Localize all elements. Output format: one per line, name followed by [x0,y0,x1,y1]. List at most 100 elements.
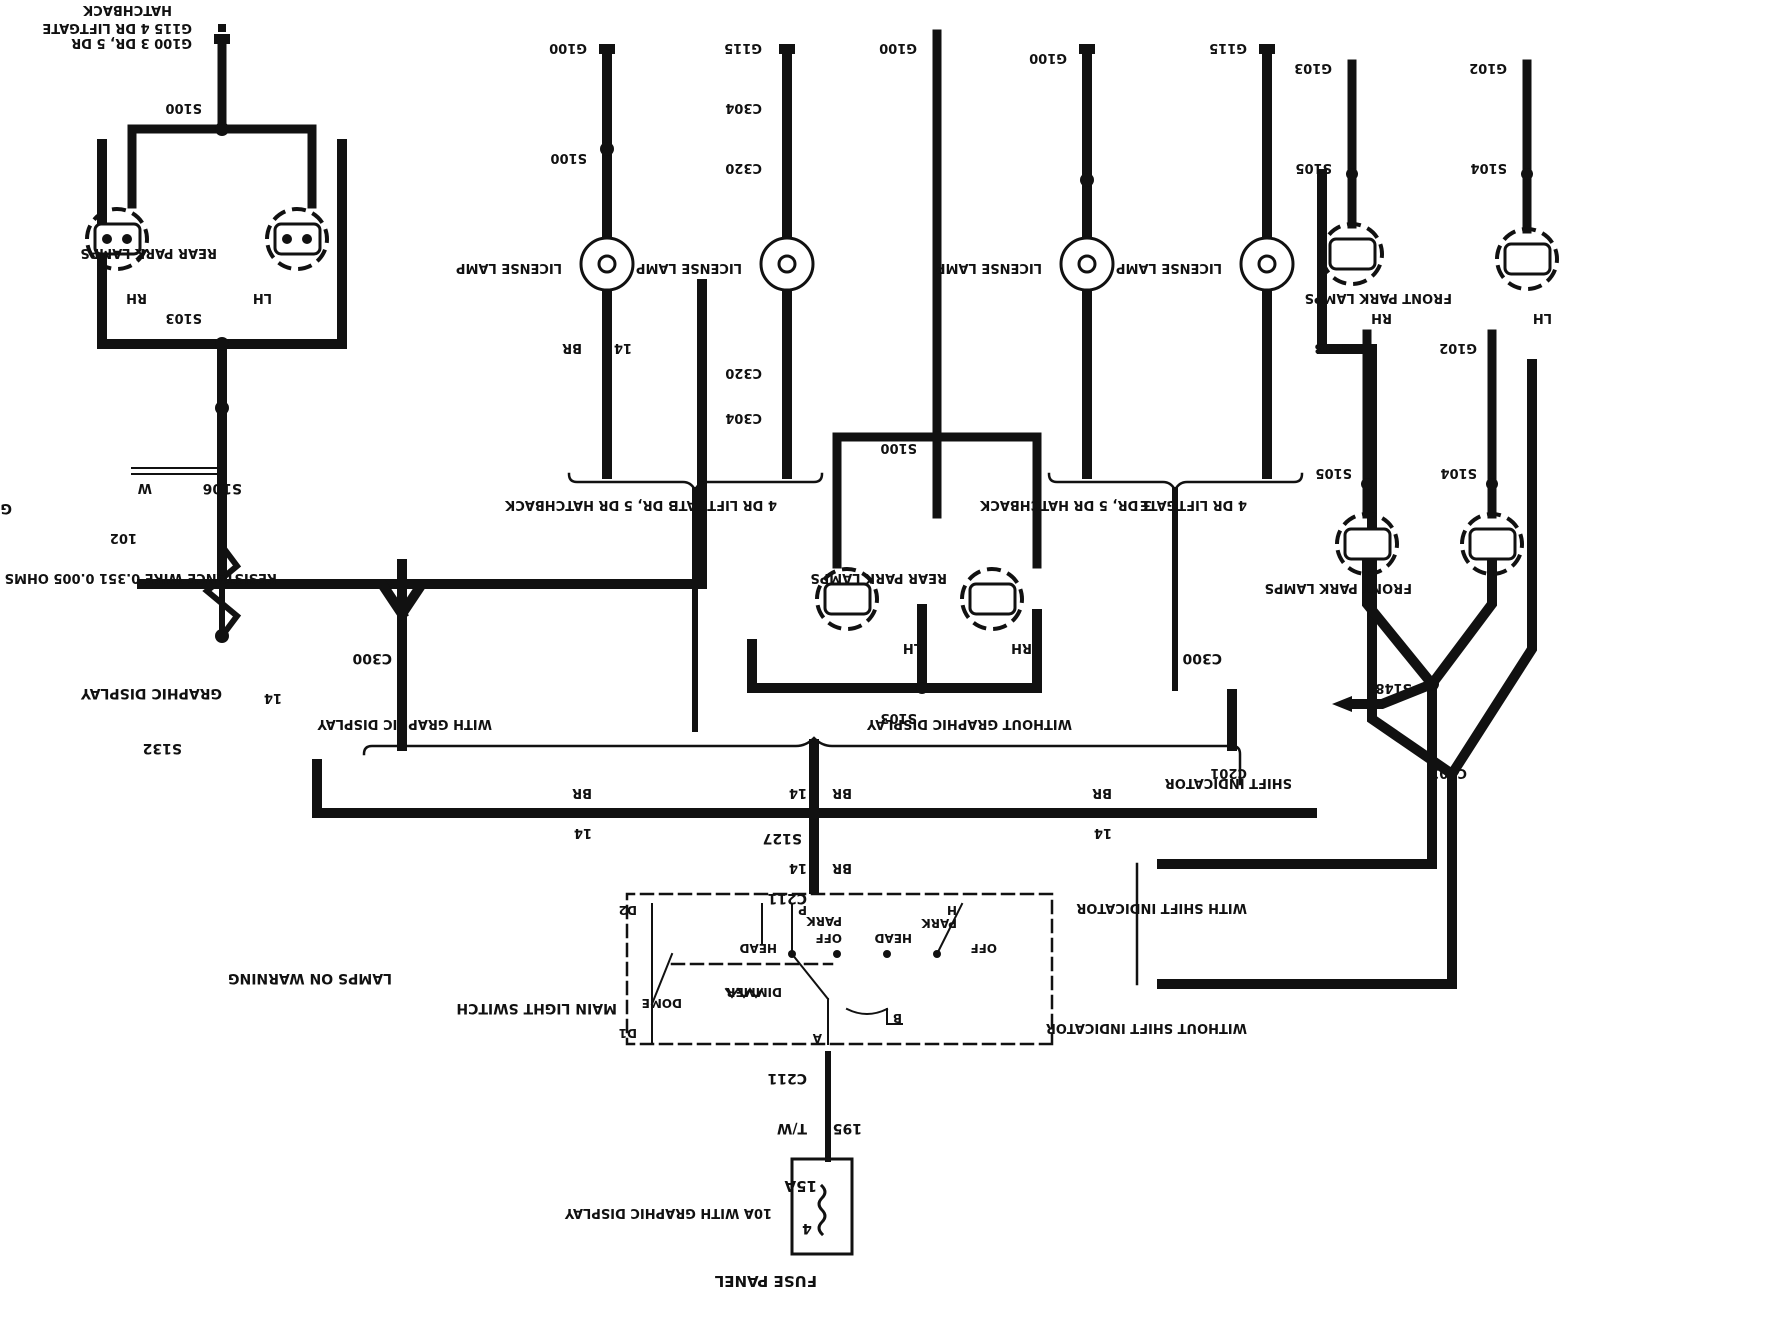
license-lamp-group-d: LICENSE LAMP G115 [1116,40,1295,479]
front-park-lamps-outer-label: FRONT PARK LAMPS [1305,290,1452,305]
trunk-size-b: 14 [789,785,807,800]
switch-dome: DOME [642,996,682,1010]
dr4-b: 4 DR LIFTGATE [1140,497,1247,512]
graphic-display-left: GRAPHIC DISPLAY [0,500,12,516]
g100-center: G100 [879,40,917,55]
license-lamp-group-a: LICENSE LAMP S100 G100 14 BR [456,40,635,479]
license-lamp-group-b: LICENSE LAMP G115 C304 C320 C320 C304 [636,40,815,479]
switch-title: MAIN LIGHT SWITCH [456,1000,617,1016]
wire-w: W [138,480,152,495]
trunk-color-b: BR [832,785,852,800]
c320-b2: C320 [725,365,762,380]
outer-lh: LH [1533,310,1552,325]
g100-a: G100 [549,40,587,55]
license-lamp-b: LICENSE LAMP [636,260,742,275]
outer-rh: RH [1371,310,1392,325]
rear-lh-label: LH [253,290,272,305]
fuse-note: 10A WITH GRAPHIC DISPLAY [564,1205,772,1220]
rear-park-lamp-lh: LH [253,207,329,305]
circuit-102: 102 [110,530,137,545]
g102-center: G102 [1439,340,1477,355]
rear-rh-label: RH [126,290,147,305]
s105-outer: S105 [1296,160,1333,175]
graphic-display-label: GRAPHIC DISPLAY [80,685,222,701]
c304-b2: C304 [725,410,762,425]
main-light-switch: MAIN LIGHT SWITCH DOME DIMMER D1 D2 P H … [456,892,1054,1046]
rear-park-lamps-left-label: REAR PARK LAMPS [80,245,217,260]
switch-off-2: OFF [970,941,997,955]
center-rh: RH [1011,640,1032,655]
center-lh: LH [903,640,922,655]
resistance-wire: RESISTANCE WIRE 0.351 0.005 OHMS [5,401,277,643]
shift-indicator-label: SHIFT INDICATOR [1165,775,1292,790]
graphic-display-branch: WITH GRAPHIC DISPLAY WITHOUT GRAPHIC DIS… [80,559,1242,786]
s100-left: S100 [166,100,203,115]
switch-head-2: HEAD [874,931,912,945]
fuse-panel-label: FUSE PANEL [714,1272,817,1290]
feed-wire: 195 T/W C211 [768,1051,862,1162]
c201-left: C201 [1210,765,1247,780]
switch-park-2: PARK [921,916,957,930]
switch-dimmer: DIMMER [726,985,782,999]
trunk-size-a: 14 [789,860,807,875]
s100-a: S100 [551,150,588,165]
trunk-color-a: BR [832,860,852,875]
s132-label: S132 [143,740,182,756]
g100-c: G100 [1029,50,1067,65]
switch-head-1: HEAD [739,941,777,955]
rear-park-lamp-rh: RH [85,207,149,305]
switch-a: A [812,1031,822,1045]
g115-b: G115 [724,40,762,55]
c320-b: C320 [725,160,762,175]
c304-b: C304 [725,100,762,115]
with-shift-indicator: WITH SHIFT INDICATOR [1076,900,1247,915]
license-lamp-c: LICENSE LAMP [936,260,1042,275]
s105-center: S105 [1316,465,1353,480]
switch-park-1: PARK [806,914,842,928]
s103-center: S103 [881,710,918,725]
license-lamp-a: LICENSE LAMP [456,260,562,275]
ground-left-2: G100 3 DR, 5 DR [71,35,192,50]
trunk-left-color: BR [572,785,592,800]
without-shift-indicator: WITHOUT SHIFT INDICATOR [1046,1020,1247,1035]
front-park-lamps-center: FRONT PARK LAMPS [1265,580,1412,595]
switch-p: P [798,903,807,917]
switch-d2: D2 [619,903,637,917]
shift-indicator-branch: WITHOUT SHIFT INDICATOR WITH SHIFT INDIC… [1046,169,1537,1035]
c211-upper-label: C211 [768,890,808,906]
s100-center: S100 [881,440,918,455]
branch-a-color: BR [562,340,582,355]
c300-left-label: C300 [352,650,392,666]
branch-a-size: 14 [614,340,632,355]
s106-label: S106 [203,480,242,496]
rear-park-lamps-left: S103 [97,139,347,469]
switch-h: H [947,903,957,917]
g103-center: G103 [1314,340,1352,355]
dr35-b: 3 DR, 5 DR HATCHBACK [979,497,1152,512]
ohms-size: 14 [264,690,282,705]
g102-outer: G102 [1469,60,1507,75]
switch-off-1: OFF [815,931,842,945]
c300-right-label: C300 [1182,650,1222,666]
dr4-a: 4 DR LIFTGATE [670,497,777,512]
front-park-lamps-outer: FRONT PARK LAMPS S104 S105 G102 G103 LH … [1294,59,1559,325]
lamps-on-warning: LAMPS ON WARNING [228,970,392,986]
resistance-text: RESISTANCE WIRE 0.351 0.005 OHMS [5,570,277,585]
s127-label: S127 [763,830,802,846]
feed-circuit: 195 [833,1120,862,1136]
dr35-a: 3 DR, 5 DR HATCHBACK [504,497,677,512]
rear-park-lamps-center-label: REAR PARK LAMPS [810,570,947,585]
license-lamp-d: LICENSE LAMP [1116,260,1222,275]
s104-center: S104 [1441,465,1478,480]
feed-color: T/W [777,1120,807,1136]
hatchback-liftgate-brace-a: 3 DR, 5 DR HATCHBACK 4 DR LIFTGATE [504,472,824,732]
license-lamp-group-c: LICENSE LAMP G100 [936,44,1115,479]
fuse-rating: 15A [784,1177,817,1195]
left-group-ground: S100 G115 4 DR LIFTGATE G100 3 DR, 5 DR … [42,2,317,209]
s104-outer: S104 [1471,160,1508,175]
switch-d1: D1 [619,1026,637,1040]
rear-park-lamps-center: S100 G100 S103 REAR PARK LAMPS LH RH [747,29,1042,725]
fuse-terminal-label: 4 [802,1220,812,1236]
